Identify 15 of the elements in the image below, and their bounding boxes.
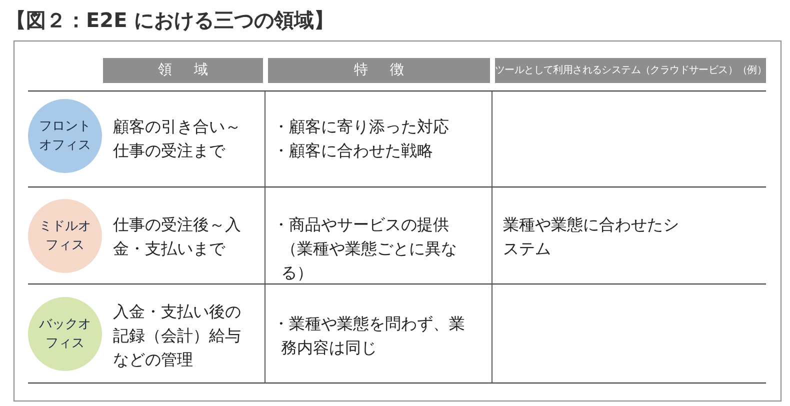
cell-text: ・顧客に寄り添った対応	[273, 116, 450, 138]
column-header: ツールとして利用されるシステム（クラウドサービス）（例）	[495, 58, 766, 83]
column-header: 領域	[103, 58, 263, 83]
cell-text: 仕事の受注後～入金・支払いまで	[113, 214, 242, 260]
cell-text: 顧客の引き合い～仕事の受注まで	[113, 116, 242, 162]
circle-label: バックオフィス	[38, 316, 92, 353]
cell-text: 入金・支払い後の記録（会計）給与などの管理	[113, 301, 242, 371]
circle-label: ミドルオフィス	[38, 218, 92, 255]
circle-label: フロントオフィス	[38, 118, 92, 155]
column-header: 特徴	[268, 58, 490, 83]
cell-text: ・顧客に合わせた戦略	[273, 140, 434, 162]
diagram-title: 【図２：E2E における三つの領域】	[6, 7, 334, 34]
cell-text: 業種や業態に合わせたシステム	[503, 214, 680, 260]
cell-text: ・業種や業態を問わず、業務内容は同じ	[273, 313, 466, 359]
cell-text: ・商品やサービスの提供（業種や業態ごとに異なる）	[273, 214, 458, 284]
